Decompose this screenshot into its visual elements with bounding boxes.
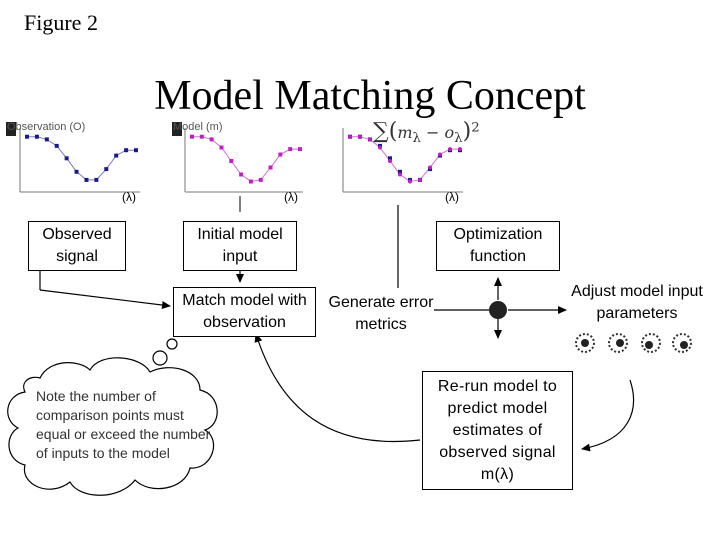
model-plot-title: Model (m) bbox=[173, 121, 223, 133]
bubble-dot bbox=[166, 338, 178, 350]
data-point bbox=[418, 177, 422, 182]
model-line bbox=[192, 136, 300, 183]
formula-o: o bbox=[444, 123, 455, 142]
formula-m-subscript: λ bbox=[412, 131, 421, 147]
data-point bbox=[378, 145, 382, 150]
x-axis-label: (λ) bbox=[445, 190, 459, 204]
initial-model-input-label: Initial model input bbox=[197, 226, 283, 265]
junction-node bbox=[489, 301, 507, 319]
data-point bbox=[219, 145, 224, 150]
comparison-plot bbox=[342, 128, 463, 193]
rerun-model-box: Re-run model to predict model estimates … bbox=[422, 371, 573, 490]
x-axis-label: (λ) bbox=[284, 190, 298, 204]
match-model-label: Match model with observation bbox=[182, 292, 307, 331]
data-point bbox=[34, 134, 39, 139]
observed-to-match-arrow bbox=[39, 289, 171, 309]
data-point bbox=[54, 143, 59, 148]
data-point bbox=[190, 134, 194, 139]
formula-close-paren: ) bbox=[462, 119, 472, 144]
data-point bbox=[278, 152, 283, 157]
parameter-knob-icons bbox=[575, 333, 692, 353]
adjust-to-rerun-curve bbox=[581, 379, 634, 452]
observation-plot-title: Observation (O) bbox=[7, 121, 86, 133]
cloud-shape bbox=[7, 357, 218, 496]
data-point bbox=[94, 177, 99, 182]
initial-model-input-box: Initial model input bbox=[183, 221, 297, 271]
knob-icon-core bbox=[680, 341, 688, 349]
data-point bbox=[448, 147, 452, 152]
note-text: Note the number of comparison points mus… bbox=[36, 388, 211, 461]
data-point bbox=[388, 156, 392, 161]
optimization-function-box: Optimization function bbox=[436, 221, 560, 271]
knob-icon-core bbox=[581, 339, 589, 347]
model-plot bbox=[172, 122, 303, 193]
formula-minus: − bbox=[420, 123, 445, 142]
data-point bbox=[398, 172, 402, 177]
data-point bbox=[84, 177, 89, 182]
generate-error-metrics-text: Generate error metrics bbox=[328, 294, 434, 333]
data-point bbox=[258, 177, 263, 182]
plot-marker bbox=[172, 122, 182, 136]
data-point bbox=[298, 147, 302, 152]
data-point bbox=[44, 137, 49, 142]
data-point bbox=[248, 179, 253, 184]
data-point bbox=[398, 169, 402, 174]
optimization-function-label: Optimization function bbox=[453, 226, 543, 265]
data-point bbox=[74, 169, 79, 174]
data-point bbox=[25, 134, 29, 139]
plot-marker bbox=[6, 122, 16, 136]
x-axis-label: (λ) bbox=[122, 190, 136, 204]
formula-m: m bbox=[397, 123, 413, 142]
data-point bbox=[358, 134, 362, 139]
data-point bbox=[438, 152, 442, 157]
data-point bbox=[288, 147, 293, 152]
data-point bbox=[124, 148, 129, 153]
sum-symbol: ∑ bbox=[373, 119, 389, 144]
data-point bbox=[458, 147, 462, 152]
data-point bbox=[209, 137, 214, 142]
observation-plot bbox=[6, 122, 140, 193]
error-formula: ∑(mλ − oλ)2 bbox=[373, 119, 480, 146]
data-point bbox=[134, 148, 138, 153]
observed-signal-box: Observed signal bbox=[28, 221, 126, 271]
data-point bbox=[348, 134, 352, 139]
data-point bbox=[388, 159, 392, 163]
data-point bbox=[104, 167, 109, 172]
data-point bbox=[239, 172, 244, 177]
rerun-model-label: Re-run model to predict model estimates … bbox=[437, 377, 558, 483]
knob-icon-core bbox=[616, 339, 624, 347]
data-point bbox=[408, 179, 412, 184]
bubble-dot bbox=[152, 350, 168, 366]
match-model-box: Match model with observation bbox=[173, 287, 316, 337]
formula-open-paren: ( bbox=[388, 119, 398, 144]
figure-label: Figure 2 bbox=[24, 10, 98, 35]
formula-power: 2 bbox=[471, 120, 480, 136]
data-point bbox=[229, 159, 234, 163]
knob-icon-core bbox=[645, 341, 653, 349]
thought-bubble bbox=[7, 338, 218, 496]
diagram-title: Model Matching Concept bbox=[154, 73, 586, 119]
data-point bbox=[114, 153, 119, 158]
data-point bbox=[428, 165, 432, 170]
data-point bbox=[199, 134, 204, 139]
data-point bbox=[268, 165, 273, 170]
observation-line bbox=[27, 136, 136, 181]
data-point bbox=[64, 156, 69, 161]
observed-signal-label: Observed signal bbox=[42, 226, 112, 265]
rerun-to-match-curve bbox=[254, 333, 421, 443]
formula-o-subscript: λ bbox=[454, 131, 463, 147]
data-point bbox=[368, 137, 372, 142]
adjust-model-input-text: Adjust model input parameters bbox=[571, 283, 703, 322]
